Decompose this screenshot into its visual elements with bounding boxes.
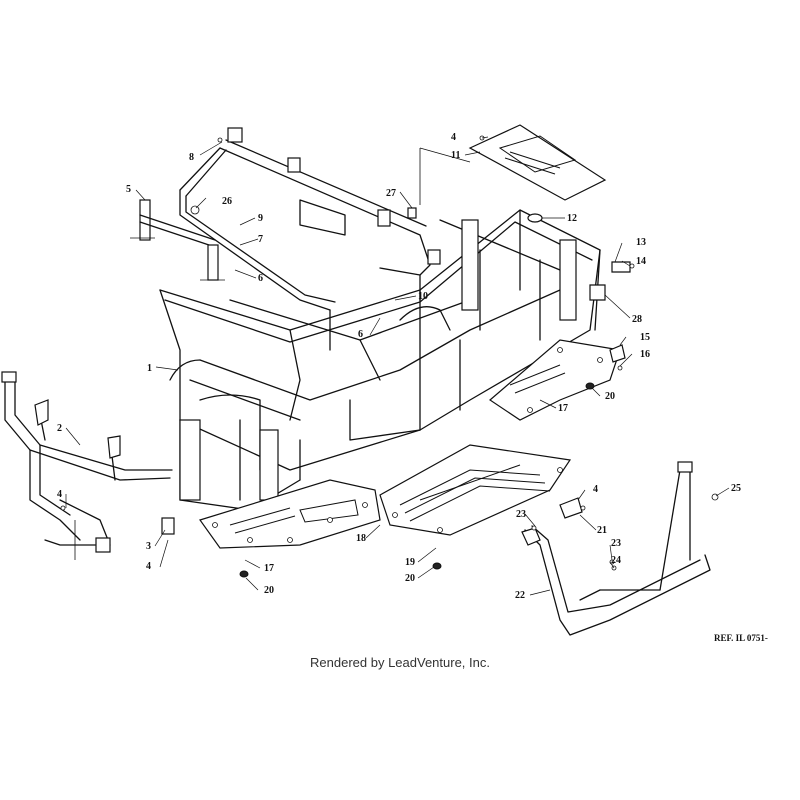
callout-24: 24 bbox=[611, 555, 621, 566]
leader-lines bbox=[65, 136, 730, 596]
callout-13: 13 bbox=[636, 237, 646, 248]
rear-frame bbox=[521, 461, 711, 636]
callout-15: 15 bbox=[640, 332, 650, 343]
callout-17a: 17 bbox=[558, 403, 568, 414]
callout-26: 26 bbox=[222, 196, 232, 207]
callout-7: 7 bbox=[258, 234, 263, 245]
callout-1: 1 bbox=[147, 363, 152, 374]
main-frame bbox=[159, 209, 601, 511]
floor-panel-right bbox=[489, 339, 621, 421]
callout-2: 2 bbox=[57, 423, 62, 434]
callout-20b: 20 bbox=[264, 585, 274, 596]
callout-6a: 6 bbox=[258, 273, 263, 284]
callout-20c: 20 bbox=[405, 573, 415, 584]
callout-10: 10 bbox=[418, 291, 428, 302]
callout-18: 18 bbox=[356, 533, 366, 544]
callout-23b: 23 bbox=[611, 538, 621, 549]
callout-19: 19 bbox=[405, 557, 415, 568]
callout-11: 11 bbox=[451, 150, 460, 161]
callout-16: 16 bbox=[640, 349, 650, 360]
footer-credit: Rendered by LeadVenture, Inc. bbox=[310, 655, 490, 670]
callout-9: 9 bbox=[258, 213, 263, 224]
callout-14: 14 bbox=[636, 256, 646, 267]
callout-25: 25 bbox=[731, 483, 741, 494]
front-bumper bbox=[1, 371, 173, 553]
callouts: 1 2 3 4 4 4 4 5 6 6 7 8 9 10 11 12 13 14… bbox=[57, 132, 741, 601]
callout-6b: 6 bbox=[358, 329, 363, 340]
callout-4a: 4 bbox=[451, 132, 456, 143]
callout-20a: 20 bbox=[605, 391, 615, 402]
callout-22: 22 bbox=[515, 590, 525, 601]
callout-17b: 17 bbox=[264, 563, 274, 574]
callout-4c: 4 bbox=[146, 561, 151, 572]
callout-8: 8 bbox=[189, 152, 194, 163]
callout-28: 28 bbox=[632, 314, 642, 325]
floor-panel-left bbox=[199, 479, 381, 549]
callout-12: 12 bbox=[567, 213, 577, 224]
callout-4d: 4 bbox=[593, 484, 598, 495]
side-brackets bbox=[130, 199, 225, 281]
upper-cage-frame bbox=[179, 127, 441, 351]
callout-21: 21 bbox=[597, 525, 607, 536]
top-cover-plate bbox=[468, 124, 607, 201]
callout-27: 27 bbox=[386, 188, 396, 199]
center-skid-plate bbox=[379, 444, 572, 536]
callout-4b: 4 bbox=[57, 489, 62, 500]
hardware bbox=[60, 135, 719, 578]
callout-23a: 23 bbox=[516, 509, 526, 520]
callout-5: 5 bbox=[126, 184, 131, 195]
callout-3: 3 bbox=[146, 541, 151, 552]
reference-label: REF. IL 0751- bbox=[714, 633, 768, 643]
